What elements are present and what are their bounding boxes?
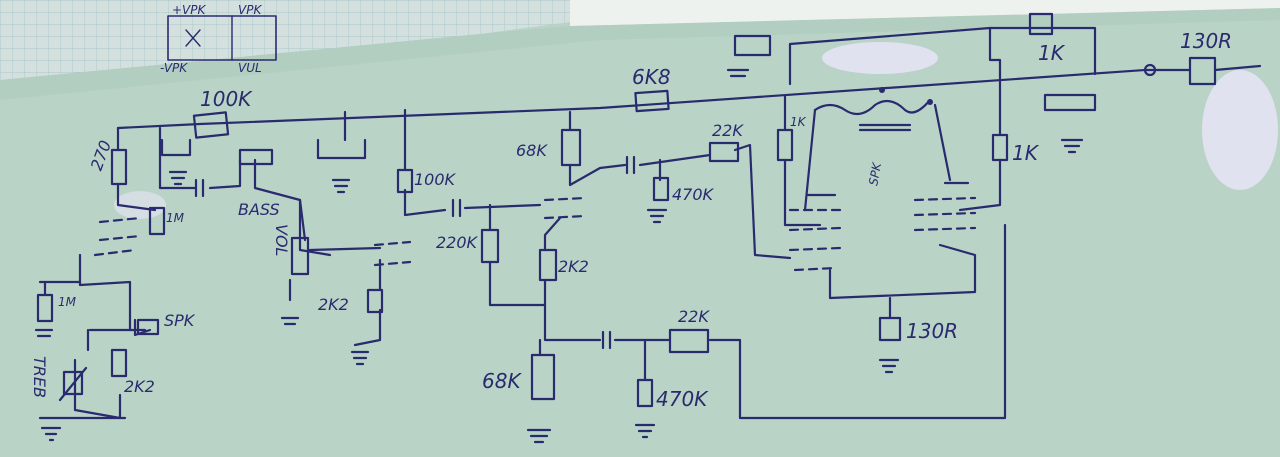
label-130r-bottom: 130R (906, 319, 958, 343)
resistor-130r-bottom (878, 316, 902, 342)
label-100k-mid: 100K (414, 170, 457, 189)
resistor-6k8 (634, 89, 670, 113)
label-1m-b: 1M (58, 295, 77, 309)
glare-right (1202, 70, 1278, 190)
capacitors (160, 34, 1097, 350)
resistor-68k-bottom (530, 353, 556, 401)
output-transformer (813, 63, 1157, 132)
resistor-2k2-a (366, 288, 384, 314)
label-130r-top: 130R (1180, 29, 1232, 53)
tube-symbols (93, 181, 977, 272)
resistor-22k-top (708, 141, 740, 163)
resistor-220k (480, 228, 500, 264)
label-68k-bottom: 68K (482, 369, 522, 393)
resistor-68k-top (560, 128, 582, 167)
label-100k-top: 100K (200, 87, 253, 111)
label-1k-top: 1K (1038, 41, 1066, 65)
label-22k-bottom: 22K (678, 307, 710, 326)
schematic-wires (38, 26, 1262, 420)
label-spk-right: SPK (866, 161, 884, 187)
label-470k-top: 470K (672, 185, 715, 204)
resistor-1k-b (991, 133, 1009, 162)
label-470k-bottom: 470K (656, 387, 709, 411)
sketch-label-vpk-minus: -VPK (160, 61, 188, 75)
label-22k-top: 22K (712, 121, 744, 140)
ground-symbols (34, 68, 1084, 444)
label-6k8: 6K8 (632, 65, 671, 89)
label-1k-a: 1K (790, 115, 807, 129)
label-treb: TREB (30, 356, 49, 398)
resistor-22k-bottom (668, 328, 710, 354)
sketch-label-vpk-plus: +VPK (172, 3, 207, 17)
resistor-1k-top (1028, 12, 1054, 36)
resistor-1k-a (776, 128, 794, 162)
label-spk-left: SPK (164, 311, 196, 330)
resistor-2k2-b (110, 348, 128, 378)
resistor-100k-mid (396, 168, 414, 194)
sketch-label-vpk: VPK (238, 3, 262, 17)
label-68k-top: 68K (516, 141, 548, 160)
label-bass: BASS (238, 200, 280, 219)
resistor-470k-top (652, 176, 670, 202)
resistors (36, 12, 1217, 408)
label-2k2-b: 2K2 (124, 377, 155, 396)
resistor-270 (110, 148, 128, 186)
resistor-1m-b (36, 293, 54, 323)
white-sheet (570, 0, 1280, 26)
output-terminal (1143, 63, 1157, 77)
glare-top (822, 42, 938, 74)
resistor-130r-top (1188, 56, 1217, 86)
resistor-1m-a (148, 206, 166, 236)
resistor-2k2-c (538, 248, 558, 282)
component-labels: 270 100K 1M BASS VOL 100K 1M 2K2 SPK TRE… (30, 29, 1232, 411)
sketch-label-vul: VUL (238, 61, 262, 75)
label-1k-b: 1K (1012, 141, 1040, 165)
label-220k: 220K (436, 233, 479, 252)
mini-sketch: +VPK VPK -VPK VUL (160, 3, 277, 75)
label-1m-a: 1M (166, 211, 185, 225)
resistor-bass (238, 148, 274, 166)
label-vol: VOL (272, 224, 291, 256)
label-2k2-c: 2K2 (558, 257, 589, 276)
resistor-spk-left (136, 318, 160, 336)
resistor-470k-bottom (636, 378, 654, 408)
label-2k2-a: 2K2 (318, 295, 349, 314)
pot-treb (62, 370, 84, 396)
resistor-100k-top (192, 111, 230, 139)
pot-vol (290, 236, 310, 276)
